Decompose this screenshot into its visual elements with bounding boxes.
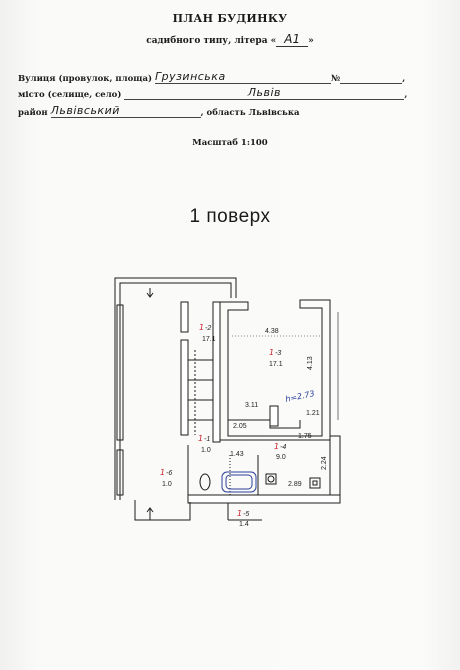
street-value: Грузинська bbox=[154, 70, 226, 83]
number-label: № bbox=[330, 74, 341, 84]
street-label: Вулиця (провулок, площа) bbox=[18, 74, 152, 84]
city-value: Львів bbox=[247, 86, 281, 99]
dimension-label: 1.21 bbox=[306, 410, 320, 417]
dimension-label: 2.05 bbox=[233, 423, 247, 430]
city-label: місто (селище, село) bbox=[18, 90, 122, 100]
entrance-outline bbox=[134, 500, 191, 521]
document-subtitle: садибного типу, літера «А1» bbox=[0, 32, 460, 47]
subtitle-suffix: » bbox=[308, 36, 314, 46]
room-area-1-4: 9.0 bbox=[276, 454, 286, 461]
district-value: Львівський bbox=[50, 104, 120, 117]
dimension-label: 2.24 bbox=[321, 456, 328, 470]
terrace-outline bbox=[114, 277, 237, 500]
entry-arrow-icon bbox=[146, 507, 154, 520]
dimension-label: 4.13 bbox=[307, 356, 314, 370]
bathtub-icon bbox=[221, 471, 257, 493]
district-row: район Львівський , область Львівська bbox=[18, 104, 299, 118]
room-area-1-3: 17.1 bbox=[269, 361, 283, 368]
dimension-label: 4.38 bbox=[265, 328, 279, 335]
subtitle-prefix: садибного типу, літера « bbox=[146, 36, 277, 46]
lower-block-walls bbox=[187, 436, 341, 501]
document-title: ПЛАН БУДИНКУ bbox=[172, 12, 288, 25]
room-label-1-4: 1-4 bbox=[274, 442, 286, 451]
dimension-label: 2.89 bbox=[288, 481, 302, 488]
toilet-icon bbox=[199, 473, 211, 491]
district-label: район bbox=[18, 108, 48, 118]
room-label-1-3: 1-3 bbox=[269, 348, 281, 357]
region-text: , область Львівська bbox=[200, 108, 300, 118]
dimension-label: 3.11 bbox=[245, 402, 258, 409]
ceiling-height-note: h=2.73 bbox=[285, 389, 316, 404]
floor-title: 1 поверх bbox=[189, 206, 271, 227]
city-row: місто (селище, село) Львів, bbox=[18, 86, 408, 100]
sink-icon bbox=[265, 473, 277, 485]
subtitle-letter: А1 bbox=[276, 32, 309, 47]
room-area-1-2: 17.1 bbox=[202, 336, 216, 343]
stair-arrow-icon bbox=[146, 288, 154, 298]
room-area-1-6: 1.0 bbox=[162, 481, 172, 488]
dimension-label: 1.75 bbox=[298, 433, 312, 440]
left-wall bbox=[116, 304, 124, 441]
stair-wall bbox=[180, 339, 189, 436]
inner-partition bbox=[228, 419, 301, 429]
scale-label: Масштаб 1:100 bbox=[192, 138, 268, 148]
room-label-1-6: 1-6 bbox=[160, 468, 172, 477]
room-area-1-1: 1.0 bbox=[201, 447, 211, 454]
room-label-1-5: 1-5 bbox=[237, 509, 249, 518]
dimension-label: 1.43 bbox=[230, 451, 244, 458]
room-area-1-5: 1.4 bbox=[239, 521, 249, 528]
room-label-1-1: 1-1 bbox=[198, 434, 210, 443]
stove-icon bbox=[309, 477, 321, 489]
room-label-1-2: 1-2 bbox=[199, 323, 211, 332]
